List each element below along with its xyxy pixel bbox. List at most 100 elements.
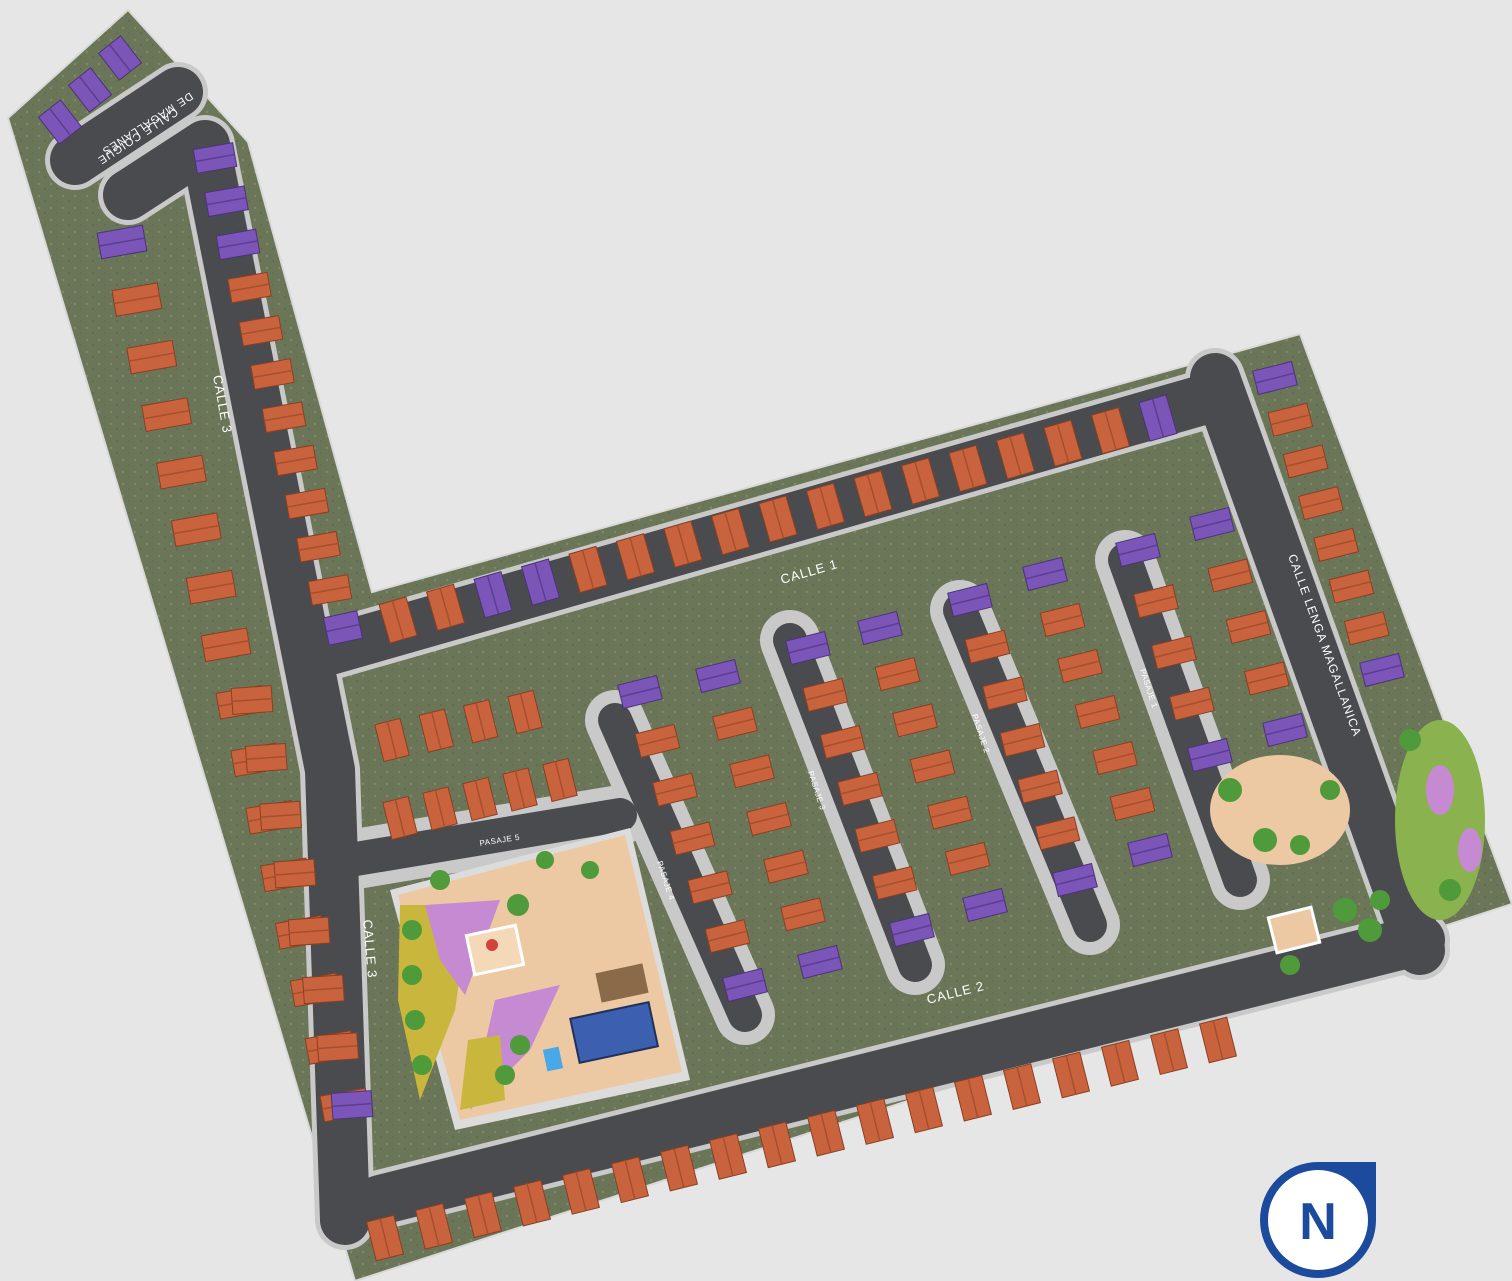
roof-ridge (857, 830, 897, 842)
roof-ridge (766, 861, 806, 873)
roof-ridge (1020, 781, 1060, 793)
roof-ridge (875, 877, 915, 889)
roof-ridge (231, 697, 273, 703)
roof-ridge (1228, 621, 1269, 633)
roof-ridge (1362, 664, 1402, 676)
roof-ridge (1077, 706, 1118, 718)
roof-ridge (298, 542, 339, 552)
roof-ridge (1331, 581, 1372, 593)
roof-ridge (930, 807, 970, 819)
roof-ridge (1301, 497, 1341, 509)
roof-ridge (173, 524, 220, 535)
roof-ridge (1016, 1067, 1028, 1107)
roof-ridge (195, 153, 235, 163)
roof-ridge (722, 1136, 734, 1177)
roof-ridge (241, 326, 281, 336)
roof-ridge (575, 1171, 587, 1211)
roof-ridge (326, 623, 360, 633)
roof-ridge (1265, 724, 1305, 736)
roof-ridge (275, 456, 316, 465)
roof-ridge (725, 979, 765, 991)
roof-ridge (1316, 539, 1356, 551)
roof-ridge (391, 600, 405, 640)
roof-ridge (914, 461, 927, 501)
roof-ridge (820, 1113, 832, 1153)
roof-ridge (771, 499, 785, 539)
roof-ridge (114, 294, 160, 305)
roof-ridge (246, 755, 287, 761)
roof-ridge (1056, 423, 1070, 463)
roof-ridge (1114, 1043, 1126, 1083)
roof-ridge (203, 640, 249, 650)
roof-ridge (78, 76, 102, 104)
roof-ridge (1247, 672, 1287, 685)
roof-ridge (707, 930, 748, 942)
roof-ridge (1163, 1032, 1175, 1072)
swimming-pool (542, 1046, 564, 1072)
roof-ridge (108, 44, 132, 72)
roof-ridge (128, 352, 175, 362)
roof-ridge (1212, 1020, 1224, 1060)
roof-ridge (629, 537, 642, 577)
roof-ridge (800, 956, 840, 968)
roof-ridge (1025, 568, 1065, 580)
roof-ridge (143, 409, 190, 420)
pergola (595, 963, 649, 1003)
north-arrow-icon: N (1260, 1162, 1376, 1278)
roof-ridge (431, 712, 442, 750)
roof-ridge (967, 1078, 979, 1118)
roof-ridge (394, 799, 406, 837)
roof-ridge (788, 642, 828, 654)
roof-ridge (534, 562, 547, 602)
roof-ridge (1190, 749, 1230, 761)
roof-ridge (967, 641, 1008, 653)
roof-ridge (486, 575, 500, 615)
roof-ridge (99, 237, 145, 247)
community-park (390, 828, 690, 1130)
roof-ridge (869, 1101, 881, 1142)
roof-ridge (823, 736, 863, 748)
roof-ridge (866, 474, 880, 514)
roof-ridge (428, 1206, 440, 1246)
roof-ridge (434, 789, 446, 828)
roof-ridge (715, 718, 755, 730)
roof-ridge (895, 714, 935, 726)
roof-ridge (637, 735, 678, 747)
roof-ridge (1130, 844, 1170, 856)
roof-ridge (386, 721, 398, 759)
roof-ridge (477, 1195, 489, 1235)
roof-ridge (526, 1183, 538, 1223)
roof-ridge (673, 1148, 685, 1188)
roof-ridge (1118, 544, 1158, 556)
roof-ridge (1037, 827, 1078, 839)
roof-ridge (1104, 411, 1117, 451)
roof-ridge (474, 780, 486, 818)
roof-ridge (519, 693, 531, 731)
street-label-calle-3-lower: CALLE 3 (360, 919, 380, 979)
houses (37, 35, 1405, 1262)
roof-ridge (965, 899, 1005, 911)
roof-ridge (620, 686, 660, 698)
roof-ridge (732, 765, 772, 777)
roof-ridge (303, 987, 344, 992)
roof-ridge (48, 108, 72, 136)
roof-ridge (771, 1125, 783, 1165)
roof-ridge (1002, 734, 1043, 746)
roof-ridge (950, 594, 990, 606)
roof-ridge (379, 1218, 391, 1258)
roof-ridge (783, 908, 823, 920)
roof-ridge (1009, 436, 1022, 476)
east-garden (1210, 720, 1485, 975)
roof-ridge (260, 813, 301, 818)
roof-ridge (229, 283, 270, 292)
roof-ridge (892, 924, 932, 936)
roof-ridge (252, 369, 293, 379)
roof-ridge (264, 412, 304, 422)
roof-ridge (624, 1160, 636, 1200)
roof-ridge (724, 512, 737, 552)
roof-ridge (1136, 595, 1176, 607)
roof-ridge (1255, 372, 1295, 384)
roof-ridge (1154, 646, 1194, 659)
roof-ridge (819, 486, 832, 526)
roof-ridge (877, 668, 918, 680)
